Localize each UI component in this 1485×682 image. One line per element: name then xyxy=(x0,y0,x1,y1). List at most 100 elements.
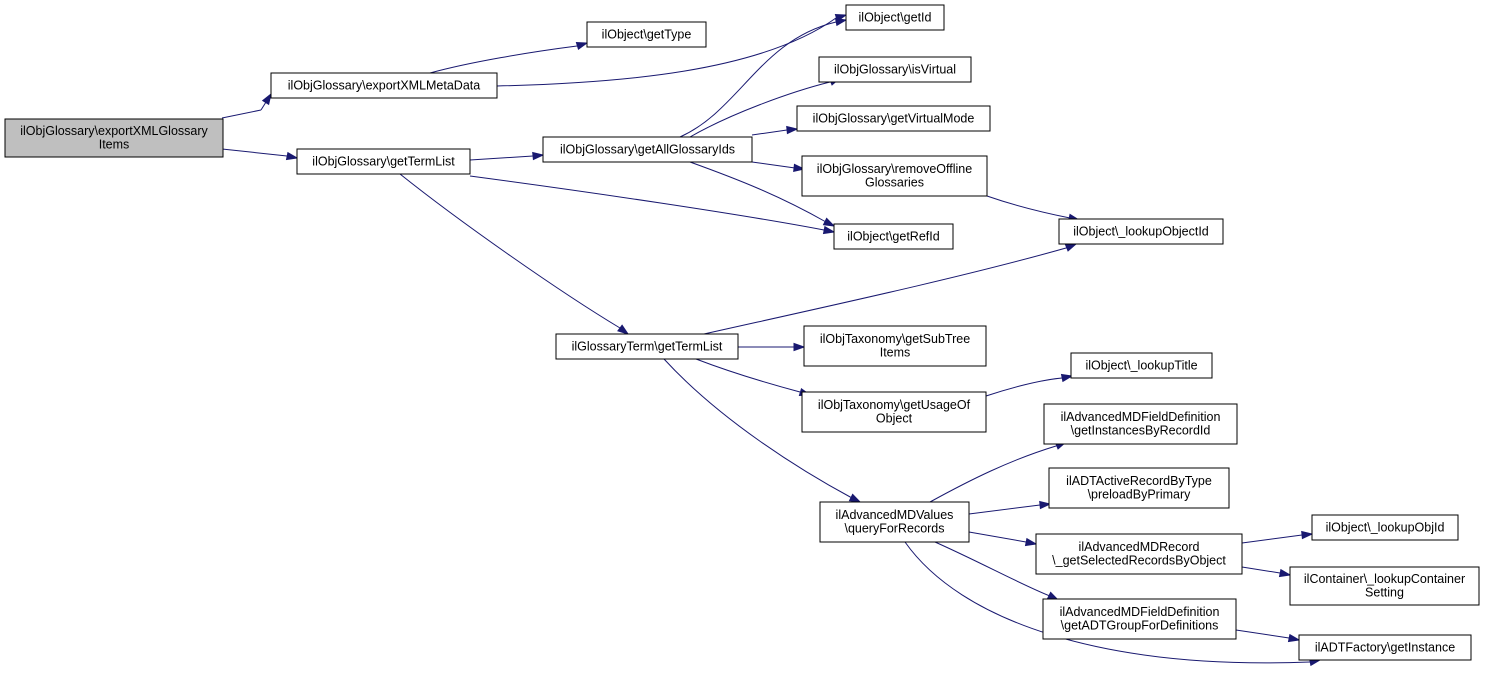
edge-line xyxy=(751,129,788,136)
arrowhead xyxy=(786,125,799,135)
node-box[interactable] xyxy=(1298,634,1472,661)
edge-line xyxy=(429,45,578,74)
node-label: \preloadByPrimary xyxy=(1088,488,1192,502)
edge-line xyxy=(663,358,853,499)
node-getVirtualMode[interactable]: ilObjGlossary\getVirtualMode xyxy=(796,105,991,132)
edge-line xyxy=(689,161,827,223)
node-label: ilObject\getRefId xyxy=(847,229,939,243)
node-lookupObjectId[interactable]: ilObject\_lookupObjectId xyxy=(1058,218,1224,245)
edge-line xyxy=(1235,629,1290,639)
node-getAllGlossaryIds[interactable]: ilObjGlossary\getAllGlossaryIds xyxy=(542,136,753,163)
node-box[interactable] xyxy=(818,56,972,83)
node-getInstance[interactable]: ilADTFactory\getInstance xyxy=(1298,634,1472,661)
edge-line xyxy=(929,445,1057,503)
node-label: ilObjGlossary\getTermList xyxy=(312,154,455,168)
edge-line-end xyxy=(260,102,267,111)
edge-line xyxy=(985,377,1063,397)
node-box[interactable] xyxy=(1048,467,1230,509)
arrowhead xyxy=(822,225,836,235)
node-label: \_getSelectedRecordsByObject xyxy=(1052,554,1226,568)
arrowhead xyxy=(617,324,630,335)
edge-glossaryTermGetTermList-to-getUsageOfObject xyxy=(695,358,812,397)
call-edges xyxy=(221,13,1322,667)
arrowhead xyxy=(285,151,299,161)
node-getType[interactable]: ilObject\getType xyxy=(586,21,707,48)
edge-getUsageOfObject-to-lookupTitle xyxy=(985,373,1074,397)
arrowhead xyxy=(1301,530,1314,540)
node-box[interactable] xyxy=(270,72,498,99)
node-getADTGroupForDefinitions[interactable]: ilAdvancedMDFieldDefinition\getADTGroupF… xyxy=(1042,598,1237,640)
edge-exportXMLMetaData-to-getType xyxy=(429,41,589,74)
node-box[interactable] xyxy=(1311,514,1459,541)
node-label: ilObjGlossary\exportXMLMetaData xyxy=(288,78,480,92)
node-getTermList[interactable]: ilObjGlossary\getTermList xyxy=(296,148,471,175)
node-getSelectedRecordsByObject[interactable]: ilAdvancedMDRecord\_getSelectedRecordsBy… xyxy=(1035,533,1243,575)
node-box[interactable] xyxy=(1042,598,1237,640)
node-lookupObjId[interactable]: ilObject\_lookupObjId xyxy=(1311,514,1459,541)
call-nodes: ilObjGlossary\exportXMLGlossaryItemsilOb… xyxy=(4,4,1480,661)
edge-glossaryTermGetTermList-to-queryForRecords xyxy=(663,358,862,503)
node-queryForRecords[interactable]: ilAdvancedMDValues\queryForRecords xyxy=(819,501,970,543)
node-box[interactable] xyxy=(1043,403,1238,445)
edge-queryForRecords-to-getInstancesByRecordId xyxy=(929,441,1068,503)
node-label: \queryForRecords xyxy=(844,522,944,536)
arrowhead xyxy=(261,92,272,106)
node-box[interactable] xyxy=(555,333,739,360)
node-isVirtual[interactable]: ilObjGlossary\isVirtual xyxy=(818,56,972,83)
node-box[interactable] xyxy=(796,105,991,132)
arrowhead xyxy=(793,342,806,352)
arrowhead xyxy=(1278,568,1292,578)
node-box[interactable] xyxy=(845,4,945,31)
edge-glossaryTermGetTermList-to-lookupObjectId xyxy=(703,243,1078,335)
arrowhead xyxy=(834,17,848,27)
node-label: ilObjTaxonomy\getSubTree xyxy=(820,332,970,346)
edge-line xyxy=(221,148,288,157)
node-box[interactable] xyxy=(296,148,471,175)
edge-getAllGlossaryIds-to-removeOfflineGlossaries xyxy=(751,161,806,173)
node-label: ilObjGlossary\exportXMLGlossary xyxy=(20,124,208,138)
node-label: ilObject\_lookupObjId xyxy=(1326,520,1445,534)
node-box[interactable] xyxy=(801,391,987,433)
node-getRefId[interactable]: ilObject\getRefId xyxy=(833,223,954,250)
node-getInstancesByRecordId[interactable]: ilAdvancedMDFieldDefinition\getInstances… xyxy=(1043,403,1238,445)
node-label: ilObject\getId xyxy=(859,10,932,24)
node-exportXMLMetaData[interactable]: ilObjGlossary\exportXMLMetaData xyxy=(270,72,498,99)
edge-getADTGroupForDefinitions-to-getInstance xyxy=(1235,629,1301,643)
node-box[interactable] xyxy=(801,155,988,197)
edge-line xyxy=(934,541,1051,597)
arrowhead xyxy=(793,163,806,173)
node-label: ilObjTaxonomy\getUsageOf xyxy=(818,398,971,412)
node-box[interactable] xyxy=(1289,566,1480,606)
node-box[interactable] xyxy=(4,118,224,158)
node-label: \getADTGroupForDefinitions xyxy=(1061,619,1219,633)
node-label: ilObjGlossary\removeOffline xyxy=(817,162,972,176)
arrowhead xyxy=(575,41,589,51)
node-preloadByPrimary[interactable]: ilADTActiveRecordByType\preloadByPrimary xyxy=(1048,467,1230,509)
node-box[interactable] xyxy=(1035,533,1243,575)
node-box[interactable] xyxy=(819,501,970,543)
node-label: ilAdvancedMDValues xyxy=(836,508,954,522)
node-label: ilObjGlossary\getVirtualMode xyxy=(813,111,975,125)
node-box[interactable] xyxy=(586,21,707,48)
arrowhead xyxy=(532,151,545,161)
edge-getTermList-to-glossaryTermGetTermList xyxy=(399,173,630,335)
node-box[interactable] xyxy=(833,223,954,250)
edge-getTermList-to-getRefId xyxy=(469,175,836,235)
node-label: Object xyxy=(876,412,913,426)
edge-getAllGlossaryIds-to-getVirtualMode xyxy=(751,125,799,136)
edge-getTermList-to-getAllGlossaryIds xyxy=(469,151,545,161)
node-box[interactable] xyxy=(803,325,987,367)
node-lookupTitle[interactable]: ilObject\_lookupTitle xyxy=(1070,352,1213,379)
node-getId[interactable]: ilObject\getId xyxy=(845,4,945,31)
arrowhead xyxy=(1064,243,1078,252)
node-box[interactable] xyxy=(542,136,753,163)
node-glossaryTermGetTermList[interactable]: ilGlossaryTerm\getTermList xyxy=(555,333,739,360)
node-label: Items xyxy=(99,138,130,152)
node-box[interactable] xyxy=(1058,218,1224,245)
node-box[interactable] xyxy=(1070,352,1213,379)
